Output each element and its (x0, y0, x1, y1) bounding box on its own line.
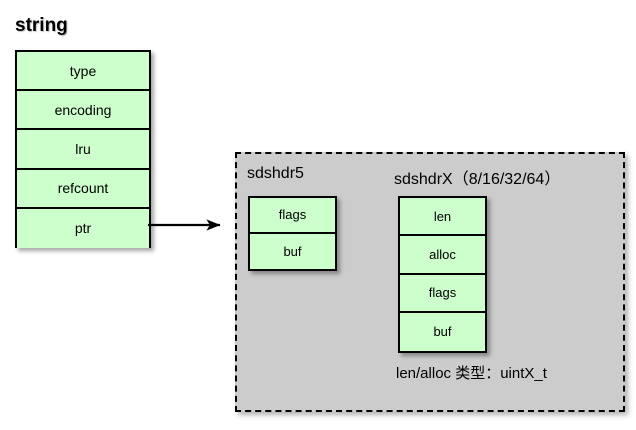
page-title: string (15, 15, 68, 36)
object-field-encoding: encoding (17, 91, 149, 131)
sdshdrx-struct-table: len alloc flags buf (398, 196, 487, 353)
object-field-ptr: ptr (17, 208, 149, 248)
sdshdr5-struct-table: flags buf (248, 196, 337, 271)
sdshdrx-field-flags: flags (400, 274, 485, 313)
sdshdr5-field-buf: buf (250, 233, 335, 269)
sdshdrx-field-len: len (400, 198, 485, 237)
sdshdr5-field-flags: flags (250, 198, 335, 234)
sdshdrx-field-alloc: alloc (400, 236, 485, 275)
object-field-refcount: refcount (17, 169, 149, 209)
sdshdr5-label: sdshdr5 (247, 165, 304, 182)
object-field-lru: lru (17, 130, 149, 170)
ptr-to-sds-arrow-icon (148, 219, 221, 231)
object-struct-table: type encoding lru refcount ptr (15, 50, 151, 248)
sdshdrx-field-buf: buf (400, 312, 485, 351)
len-alloc-type-note: len/alloc 类型：uintX_t (396, 365, 547, 382)
sdshdrx-label: sdshdrX（8/16/32/64） (394, 171, 561, 188)
object-field-type: type (17, 52, 149, 92)
